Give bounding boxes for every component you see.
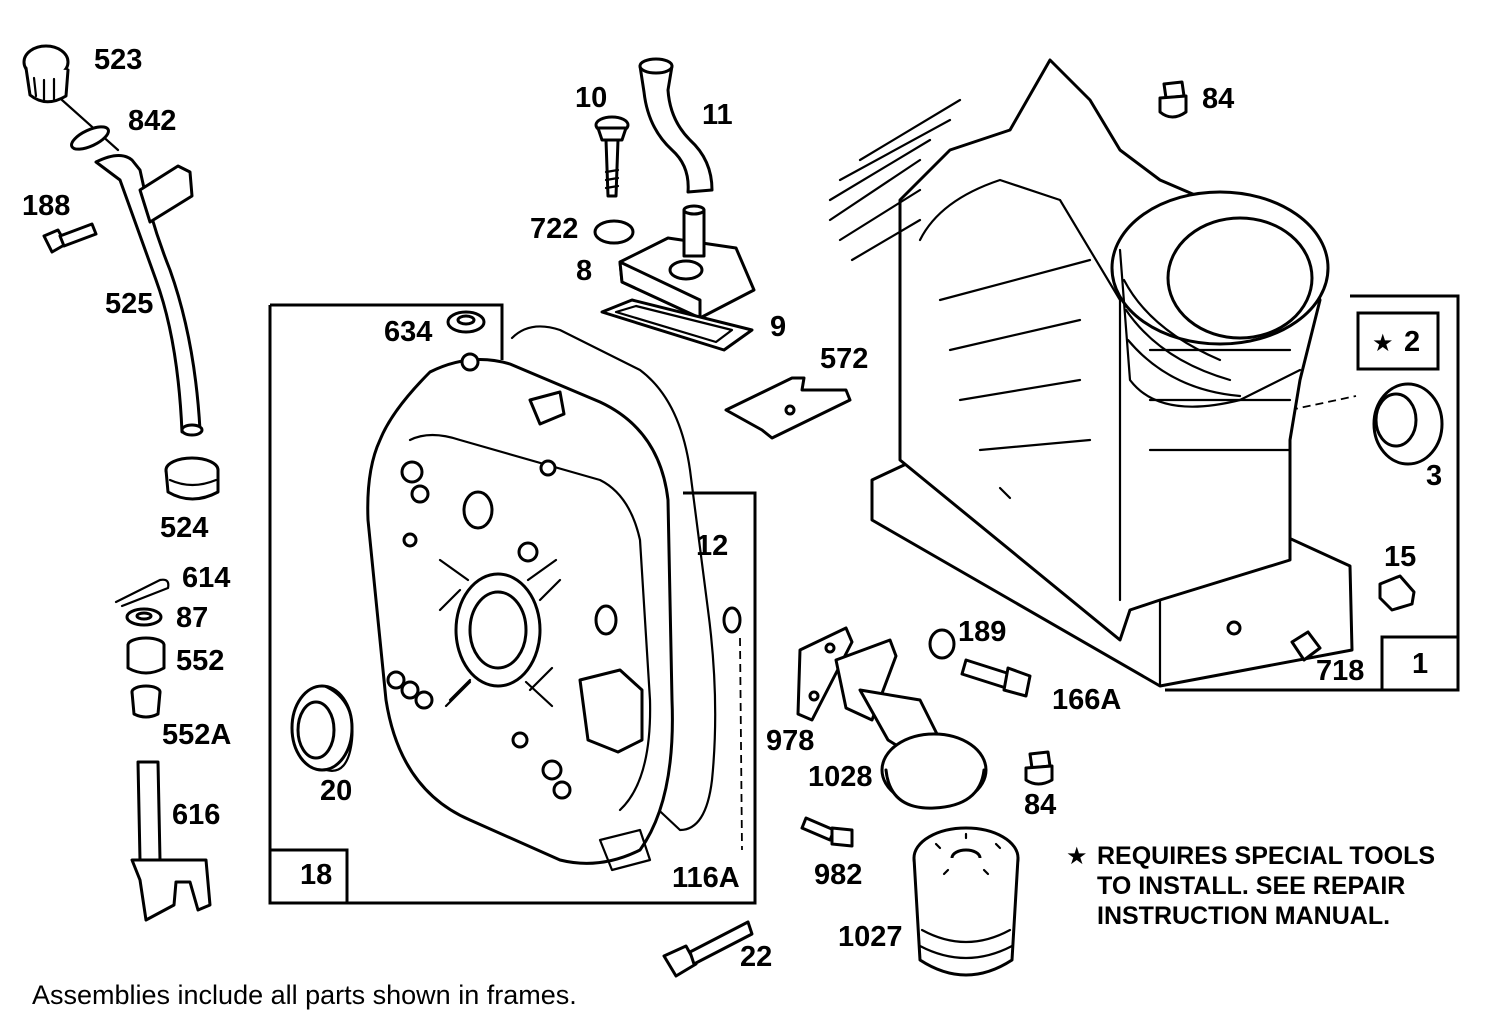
label-188: 188 bbox=[22, 190, 70, 222]
label-20: 20 bbox=[320, 775, 352, 807]
part-8-breather-cover bbox=[618, 204, 756, 320]
label-84-bottom: 84 bbox=[1024, 789, 1056, 821]
part-842-o-ring bbox=[70, 125, 110, 151]
label-718: 718 bbox=[1316, 655, 1364, 687]
part-189-washer bbox=[928, 628, 956, 660]
footer-caption: Assemblies include all parts shown in fr… bbox=[32, 980, 577, 1010]
label-523: 523 bbox=[94, 44, 142, 76]
label-116a: 116A bbox=[672, 862, 740, 894]
part-20-oil-seal bbox=[290, 684, 354, 772]
label-166a: 166A bbox=[1052, 684, 1121, 716]
label-552: 552 bbox=[176, 645, 224, 677]
part-572-bracket bbox=[724, 376, 852, 440]
label-9: 9 bbox=[770, 311, 786, 343]
part-12-gasket bbox=[510, 325, 743, 851]
part-1027-oil-filter bbox=[912, 826, 1020, 977]
part-616-governor-shaft bbox=[130, 760, 212, 922]
part-1-cylinder-block bbox=[828, 58, 1354, 688]
part-15-plug bbox=[1378, 574, 1416, 612]
label-3: 3 bbox=[1426, 460, 1442, 492]
label-12: 12 bbox=[696, 530, 728, 562]
label-1: 1 bbox=[1412, 648, 1428, 680]
part-614-cotter-pin bbox=[114, 578, 170, 608]
note-line-1: REQUIRES SPECIAL TOOLS bbox=[1097, 842, 1435, 870]
part-982-bolt bbox=[800, 816, 854, 848]
part-87-washer bbox=[125, 607, 163, 627]
label-1028: 1028 bbox=[808, 761, 873, 793]
part-552-spacer bbox=[126, 636, 166, 675]
part-10-breather-bolt bbox=[594, 115, 630, 198]
part-634-seal bbox=[446, 310, 486, 334]
part-722-o-ring bbox=[593, 219, 635, 245]
part-524-grommet bbox=[164, 456, 220, 501]
part-552a-bushing bbox=[130, 684, 162, 719]
label-525: 525 bbox=[105, 288, 153, 320]
label-524: 524 bbox=[160, 512, 208, 544]
label-616: 616 bbox=[172, 799, 220, 831]
label-18: 18 bbox=[300, 859, 332, 891]
label-978: 978 bbox=[766, 725, 814, 757]
label-842: 842 bbox=[128, 105, 176, 137]
label-8: 8 bbox=[576, 255, 592, 287]
part-11-breather-tube bbox=[638, 57, 714, 194]
label-982: 982 bbox=[814, 859, 862, 891]
label-22: 22 bbox=[740, 941, 772, 973]
part-1028-filter-adapter bbox=[834, 638, 988, 810]
label-84-top: 84 bbox=[1202, 83, 1234, 115]
part-crankcase-cover bbox=[366, 352, 674, 872]
label-2: 2 bbox=[1404, 326, 1420, 358]
part-525-dipstick-tube bbox=[94, 154, 204, 437]
label-87: 87 bbox=[176, 602, 208, 634]
label-634: 634 bbox=[384, 316, 432, 348]
part-3-oil-seal bbox=[1372, 382, 1444, 466]
label-15: 15 bbox=[1384, 541, 1416, 573]
label-189: 189 bbox=[958, 616, 1006, 648]
part-718-dowel bbox=[1290, 630, 1322, 662]
frame-1-outline bbox=[1165, 294, 1460, 692]
part-9-gasket bbox=[600, 298, 754, 352]
label-572: 572 bbox=[820, 343, 868, 375]
label-722: 722 bbox=[530, 213, 578, 245]
note-line-3: INSTRUCTION MANUAL. bbox=[1097, 902, 1390, 930]
note-line-2: TO INSTALL. SEE REPAIR bbox=[1097, 872, 1405, 900]
star-note-icon: ★ bbox=[1066, 842, 1088, 870]
label-10: 10 bbox=[575, 82, 607, 114]
label-1027: 1027 bbox=[838, 921, 903, 953]
label-11: 11 bbox=[702, 99, 733, 131]
part-978-gasket bbox=[796, 626, 854, 722]
label-614: 614 bbox=[182, 562, 230, 594]
star-badge-icon: ★ bbox=[1372, 329, 1394, 357]
part-166a-stud bbox=[960, 658, 1032, 698]
part-84-top-plug bbox=[1158, 80, 1188, 119]
part-84-bottom-plug bbox=[1024, 750, 1054, 786]
label-552a: 552A bbox=[162, 719, 231, 751]
part-188-bolt bbox=[42, 222, 98, 254]
part-523-dipstick-cap bbox=[22, 44, 120, 152]
frame-18-outline bbox=[268, 303, 757, 905]
part-22-bolt bbox=[662, 920, 754, 978]
